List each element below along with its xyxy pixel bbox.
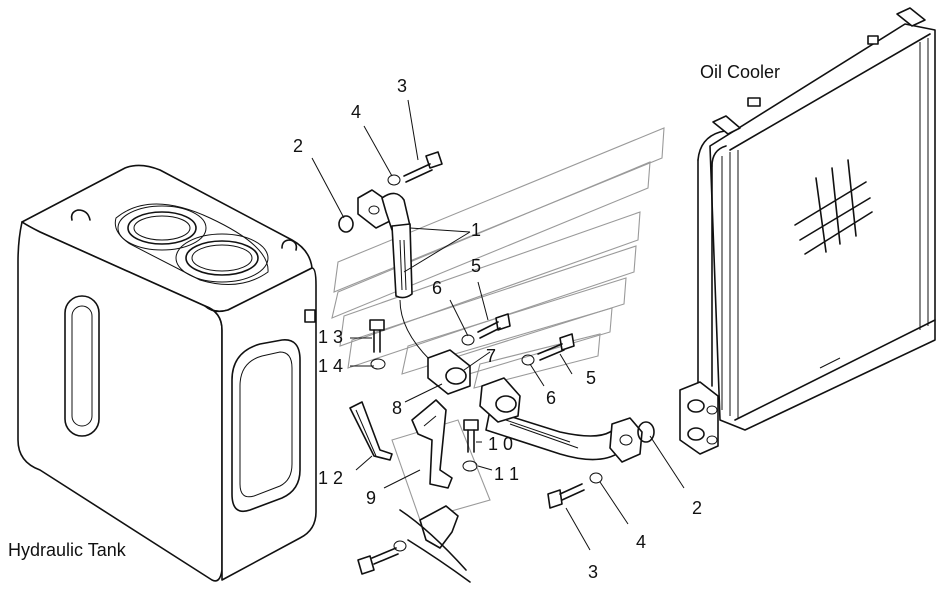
callout-4-upper: 4: [351, 102, 361, 122]
callout-9: 9: [366, 488, 376, 508]
callout-12: 1 2: [318, 468, 343, 488]
bolts: [357, 151, 585, 575]
o-rings: [338, 174, 603, 552]
callout-7: 7: [486, 346, 496, 366]
callout-5-upper: 5: [471, 256, 481, 276]
oil-cooler-label: Oil Cooler: [700, 62, 780, 82]
callout-3-lower: 3: [588, 562, 598, 582]
callout-11: 1 1: [494, 464, 519, 484]
callout-3-upper: 3: [397, 76, 407, 96]
upper-pipe: [357, 189, 431, 361]
callout-14: 1 4: [318, 356, 343, 376]
callout-1: 1: [471, 220, 481, 240]
callout-6-lower: 6: [546, 388, 556, 408]
callout-2-lower: 2: [692, 498, 702, 518]
hydraulic-tank: [17, 164, 317, 582]
hydraulic-tank-label: Hydraulic Tank: [8, 540, 127, 560]
callout-2-upper: 2: [293, 136, 303, 156]
callout-4-lower: 4: [636, 532, 646, 552]
callout-5-lower: 5: [586, 368, 596, 388]
pipe-clamps: [427, 349, 521, 423]
callout-6-upper: 6: [432, 278, 442, 298]
callout-13: 1 3: [318, 327, 343, 347]
oil-cooler: [679, 7, 936, 455]
callout-10: 1 0: [488, 434, 513, 454]
callout-8: 8: [392, 398, 402, 418]
leader-lines: [311, 99, 685, 551]
brackets: [349, 399, 471, 583]
lower-pipe: [485, 409, 655, 463]
